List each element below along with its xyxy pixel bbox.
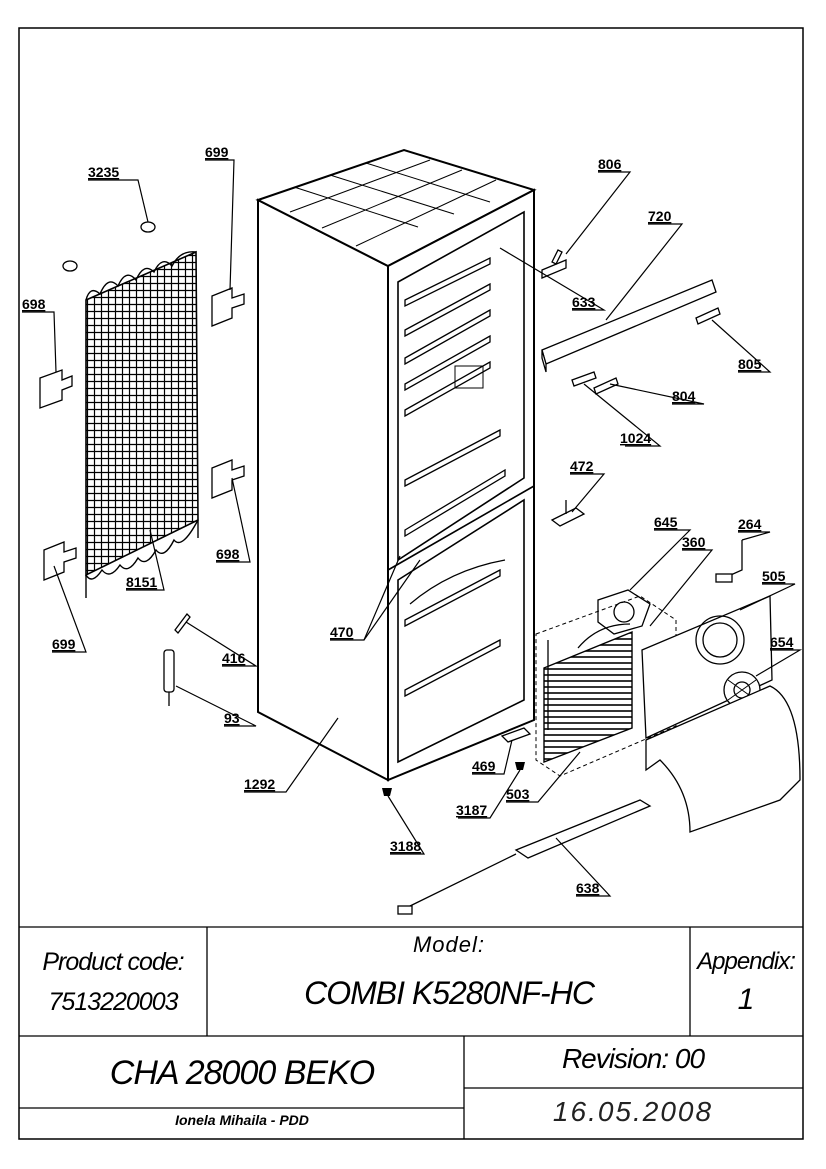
callout-654: 654 — [770, 634, 794, 650]
bracket-469 — [500, 727, 532, 743]
callout-698-right: 698 — [216, 546, 240, 562]
heater-638 — [397, 799, 652, 915]
callout-805: 805 — [738, 356, 762, 372]
rear-cover — [645, 685, 801, 833]
sensor-805 — [695, 307, 721, 325]
appendix-label: Appendix: — [697, 948, 796, 975]
callout-470: 470 — [330, 624, 354, 640]
callout-264: 264 — [738, 516, 762, 532]
callout-469: 469 — [472, 758, 496, 774]
callout-8151: 8151 — [126, 574, 157, 590]
panel-505 — [641, 595, 773, 739]
small-parts — [62, 221, 191, 706]
callout-3188: 3188 — [390, 838, 421, 854]
fan-motor-645 — [597, 589, 651, 635]
revision: Revision: 00 — [561, 1043, 705, 1074]
cabinet — [255, 148, 537, 782]
product-code-value: 7513220003 — [48, 988, 178, 1016]
clips — [39, 287, 245, 581]
callout-505: 505 — [762, 568, 786, 584]
chassis-code: CHA 28000 BEKO — [109, 1054, 375, 1092]
leader-lines — [22, 159, 803, 897]
callout-804: 804 — [672, 388, 696, 404]
model-label: Model: — [412, 932, 486, 957]
callout-698-left: 698 — [22, 296, 46, 312]
callout-806: 806 — [598, 156, 622, 172]
feet — [382, 762, 525, 796]
product-code-label: Product code: — [42, 948, 184, 976]
cover-720 — [541, 279, 717, 373]
callout-720: 720 — [648, 208, 672, 224]
right-parts — [397, 249, 801, 915]
title-block-grid — [19, 926, 803, 1139]
sensor-804 — [593, 377, 619, 395]
callout-1292: 1292 — [244, 776, 275, 792]
callout-labels: 3235 699 806 720 698 633 805 804 1024 47… — [22, 144, 794, 896]
callout-1024: 1024 — [620, 430, 651, 446]
clip-lower-left — [43, 541, 77, 581]
callout-633: 633 — [572, 294, 596, 310]
part-1024 — [571, 371, 597, 387]
callout-416: 416 — [222, 650, 246, 666]
bracket-472 — [550, 500, 586, 527]
callout-93: 93 — [224, 710, 240, 726]
appendix-value: 1 — [737, 983, 755, 1016]
date: 16.05.2008 — [552, 1096, 714, 1127]
sheet-border — [18, 27, 804, 1140]
callout-503: 503 — [506, 786, 530, 802]
callout-645: 645 — [654, 514, 678, 530]
callout-472: 472 — [570, 458, 594, 474]
condenser — [85, 250, 199, 598]
assembly-outline — [535, 595, 677, 777]
callout-3187: 3187 — [456, 802, 487, 818]
clip-upper-right — [211, 287, 245, 327]
callout-360: 360 — [682, 534, 706, 550]
fan-cable — [577, 623, 631, 649]
connector-806 — [541, 249, 567, 279]
clip-upper-left — [39, 369, 73, 409]
condenser-503 — [543, 630, 633, 764]
callout-3235: 3235 — [88, 164, 119, 180]
author: Ionela Mihaila - PDD — [175, 1112, 309, 1128]
cable-264 — [715, 540, 743, 583]
callout-699-top: 699 — [205, 144, 229, 160]
callout-638: 638 — [576, 880, 600, 896]
model-value: COMBI K5280NF-HC — [304, 975, 595, 1011]
clip-lower-right — [211, 459, 245, 499]
callout-699-bottom: 699 — [52, 636, 76, 652]
